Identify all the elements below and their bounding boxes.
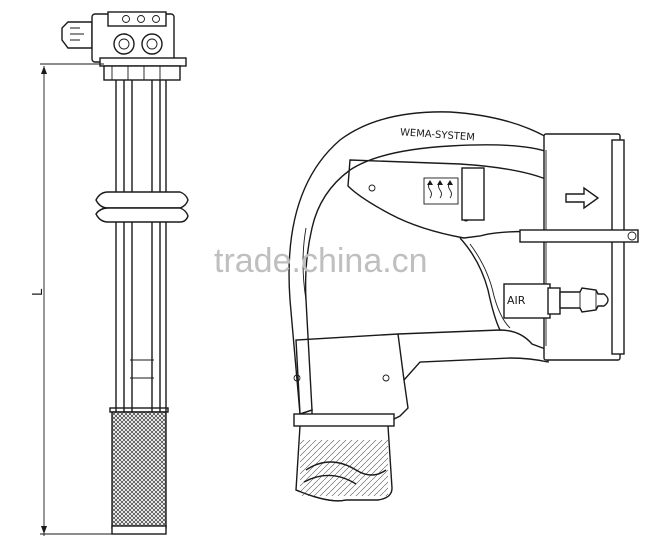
dimension-line: L	[31, 63, 114, 536]
flow-direction-arrow-icon	[565, 186, 600, 210]
probe-connector-head	[61, 11, 187, 81]
dimension-label: L	[31, 288, 46, 296]
probe-filter-screen	[109, 407, 169, 535]
brand-label: WEMA-SYSTEM	[400, 127, 476, 143]
level-probe: L	[31, 11, 189, 536]
air-port-label: AIR	[507, 294, 526, 307]
sensor-body-outline	[288, 111, 549, 415]
air-port: AIR	[503, 283, 609, 319]
watermark: trade.china.cn	[214, 242, 428, 280]
sensor-inner-channel	[347, 159, 549, 239]
sensor-head: WEMA-SYSTEM	[288, 111, 639, 502]
probe-flange	[95, 191, 189, 223]
sensor-lower-body	[295, 333, 409, 421]
sensor-neck	[293, 413, 395, 502]
probe-tubes	[115, 80, 167, 412]
heat-symbol-icon	[423, 177, 459, 205]
sensor-mounting-plate	[519, 133, 639, 361]
